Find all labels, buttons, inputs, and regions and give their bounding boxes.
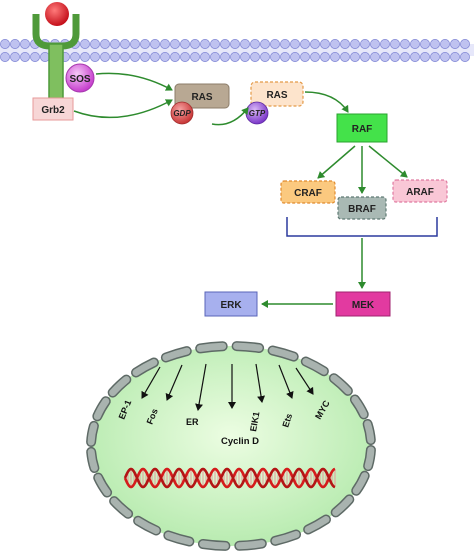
ras-gdp-label: RAS (191, 92, 212, 103)
nucleus (86, 341, 376, 551)
gdp-ball (170, 101, 194, 125)
target-arrows (141, 363, 314, 411)
arrow-ras-gdp-to-gtp (211, 107, 249, 126)
nucleus-interior (91, 346, 371, 546)
nuclear-envelope (86, 341, 376, 551)
arrow-raf-to-araf (368, 145, 408, 178)
gtp-label: GTP (249, 109, 266, 118)
grb2-label: Grb2 (41, 105, 65, 116)
dna-double-helix (123, 467, 336, 489)
target-er: ER (186, 417, 199, 427)
braf-label: BRAF (348, 204, 376, 215)
craf-node: CRAF (280, 180, 336, 204)
ras-gdp-node: RAS GDP (170, 83, 230, 125)
braf-node: BRAF (337, 196, 387, 220)
erk-node: ERK (204, 291, 258, 317)
sos-label: SOS (69, 74, 90, 85)
target-eik1: EIK1 (248, 411, 261, 432)
ras-gtp-node: RAS GTP (245, 81, 304, 125)
pathway-arrows (73, 72, 408, 308)
ligand (45, 2, 69, 26)
cyclin-d-label: Cyclin D (221, 436, 259, 447)
arrow-sos-to-ras (95, 72, 173, 91)
raf-isoform-bracket (286, 217, 438, 237)
erk-label: ERK (220, 300, 242, 311)
raf-label: RAF (352, 124, 373, 135)
arrow-raf-to-craf (317, 145, 356, 179)
araf-node: ARAF (392, 179, 448, 203)
araf-label: ARAF (406, 187, 434, 198)
craf-label: CRAF (294, 188, 322, 199)
mek-node: MEK (335, 291, 391, 317)
gdp-label: GDP (173, 109, 191, 118)
target-ets: Ets (280, 412, 294, 428)
grb2-node: Grb2 (32, 97, 74, 121)
sos-node: SOS (65, 63, 95, 93)
arrow-grb2-to-ras (73, 99, 173, 119)
arrow-ras-to-raf (304, 91, 349, 113)
raf-node: RAF (336, 113, 388, 143)
ras-gtp-label: RAS (266, 90, 287, 101)
cell-membrane (0, 39, 474, 62)
mek-label: MEK (352, 300, 375, 311)
